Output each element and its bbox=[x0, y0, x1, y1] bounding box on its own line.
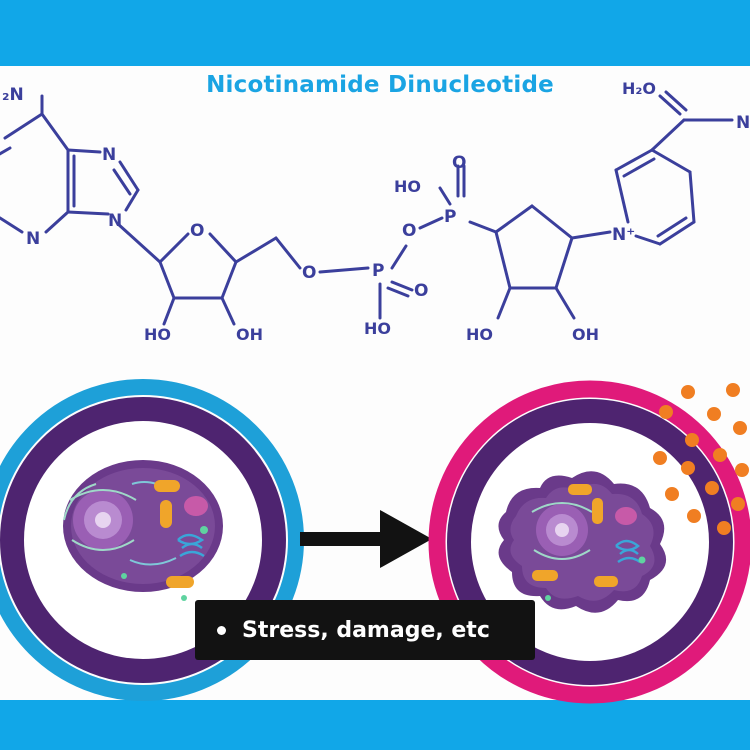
atom-label-nh2: ₂N bbox=[2, 85, 24, 105]
atom-label-bridge-oxygen-2: O bbox=[402, 221, 416, 241]
atom-label-oh-right: OH bbox=[572, 325, 599, 344]
caption-text: Stress, damage, etc bbox=[242, 617, 490, 643]
atom-label-n-plus: N⁺ bbox=[612, 225, 635, 245]
atom-label-phosphorus-1: P bbox=[372, 261, 384, 281]
atom-label-ho-phosphate-1: HO bbox=[364, 319, 391, 338]
atom-label-amide-n: N bbox=[736, 113, 750, 133]
pentose-ring-right bbox=[494, 204, 612, 320]
imidazole-ring bbox=[66, 148, 140, 216]
atom-label-phosphorus-2: P bbox=[444, 207, 456, 227]
atom-label-bridge-oxygen-1: O bbox=[302, 263, 316, 283]
molecule-structure bbox=[0, 90, 734, 326]
diagram-title: Nicotinamide Dinucleotide bbox=[206, 72, 554, 98]
bottom-band bbox=[0, 700, 750, 750]
pyridinium-ring bbox=[614, 90, 734, 246]
outer-ring-pink bbox=[428, 380, 750, 704]
atom-label-ho-right: HO bbox=[466, 325, 493, 344]
atom-label-n3: N bbox=[26, 229, 40, 249]
atom-label-n9: N bbox=[108, 211, 122, 231]
phosphate-group-right bbox=[418, 164, 498, 234]
atom-label-h2o: H₂O bbox=[622, 79, 656, 98]
atom-label-n7: N bbox=[102, 145, 116, 165]
atom-label-oxo-2: O bbox=[452, 153, 466, 173]
atom-label-oh-left: OH bbox=[236, 325, 263, 344]
ribose-ring-left bbox=[158, 232, 302, 326]
outer-ring-blue bbox=[0, 379, 304, 701]
atom-label-oxo-1: O bbox=[414, 281, 428, 301]
atom-label-ho-left: HO bbox=[144, 325, 171, 344]
damaged-cell-body bbox=[498, 471, 667, 613]
right-arrow-icon bbox=[300, 510, 432, 568]
atom-labels: ₂N N N N O HO OH O P O HO O P O HO HO OH… bbox=[2, 79, 750, 344]
caption-box: Stress, damage, etc bbox=[195, 600, 535, 660]
healthy-cell-body bbox=[63, 460, 223, 601]
atom-label-ring-oxygen: O bbox=[190, 221, 204, 241]
glycosidic-bond bbox=[116, 222, 162, 264]
adenine-ring bbox=[0, 94, 76, 234]
top-band bbox=[0, 0, 750, 66]
bullet-point bbox=[217, 625, 226, 635]
atom-label-ho-phosphate-2: HO bbox=[394, 177, 421, 196]
released-particles bbox=[653, 383, 749, 535]
phosphate-group-left bbox=[318, 244, 414, 320]
